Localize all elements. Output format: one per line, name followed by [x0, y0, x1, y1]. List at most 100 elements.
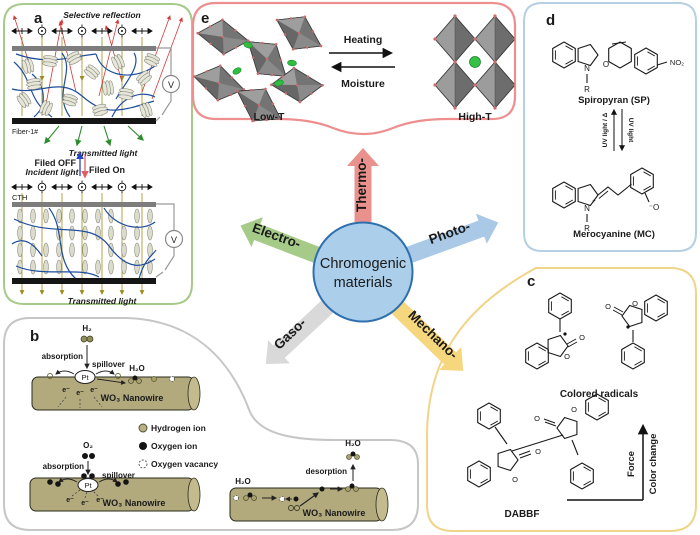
- sp-o-atom: O: [603, 60, 609, 69]
- lactone-o-right: O: [632, 299, 638, 308]
- polymer-network-bottom: [11, 207, 157, 280]
- moisture-label: Moisture: [341, 78, 385, 90]
- field-on-label: Filed On: [89, 165, 125, 175]
- svg-text:e⁻: e⁻: [90, 387, 98, 394]
- oxygen-pair: [288, 505, 300, 511]
- pt-label-2: Pt: [84, 481, 92, 490]
- transmitted-light-bottom-label: Transmitted light: [68, 296, 138, 306]
- dabbf-label: DABBF: [505, 509, 540, 520]
- photo-arrow: [406, 213, 499, 263]
- oxygen-3b: [319, 486, 325, 492]
- dabbf-structure: O O O O: [467, 393, 609, 490]
- nanowire-3: WO₃ Nanowire: [229, 487, 389, 522]
- sp-r-group: R: [584, 85, 590, 94]
- surface-hydrogen-1: [47, 373, 157, 382]
- incident-light-label: Incident light: [26, 167, 80, 177]
- h2-molecule: [80, 335, 94, 343]
- pt-particle-1: [74, 370, 96, 384]
- spillover-label-1: spillover: [92, 360, 125, 369]
- electrons-2: e⁻ e⁻ e⁻: [66, 489, 104, 507]
- oxygen-ion-swatch: [139, 442, 147, 450]
- h2o-label-1: H₂O: [129, 364, 145, 373]
- mechano-arrow: [391, 300, 464, 371]
- vacancy-3a: [233, 495, 239, 501]
- panel-a-tag: a: [34, 10, 43, 27]
- diffusion-arrow-2: [299, 492, 319, 507]
- circuit-bottom: [155, 203, 184, 278]
- dabbf-ring-o-left: O: [512, 475, 518, 484]
- oxygen-ion-label: Oxygen ion: [151, 441, 197, 451]
- carbonyl-o-right: O: [605, 302, 611, 311]
- radical-structure-right: O O: [605, 294, 668, 370]
- pt-label-1: Pt: [81, 373, 89, 382]
- panel-b-outline: [3, 317, 419, 531]
- mc-plus-charge: +: [592, 199, 596, 205]
- panel-d-figure: d N R O NO₂ Spiropyran (SP) UV light / Δ…: [546, 12, 684, 240]
- panel-c-tag: c: [527, 273, 535, 290]
- circuit-top: [155, 47, 181, 122]
- spillover-label-2: spillover: [102, 471, 135, 480]
- panel-b-tag: b: [30, 328, 39, 345]
- high-t-structure: [432, 13, 515, 111]
- nanowire-1: WO₃ Nanowire: [31, 376, 201, 411]
- polarization-row-top: [11, 24, 153, 38]
- svg-text:e⁻: e⁻: [96, 497, 104, 504]
- incident-beams-bottom: [19, 193, 145, 295]
- panel-e-outline: [191, 1, 517, 136]
- h2o-molecule-surface: [345, 483, 359, 492]
- surface-oxygen-2: [47, 479, 129, 487]
- voltmeter-bottom-label: V: [171, 235, 177, 245]
- merocyanine-label: Merocyanine (MC): [573, 229, 655, 240]
- spillover-arrows-2: [58, 477, 118, 483]
- panel-a-figure: a Selective reflection F: [11, 10, 184, 306]
- high-t-label: High-T: [458, 111, 492, 123]
- bottom-electrode-bottom-cell: [12, 278, 156, 284]
- legend: Hydrogen ion Oxygen ion Oxygen vacancy: [138, 423, 218, 469]
- carbonyl-o-left: O: [579, 333, 585, 342]
- electro-arrow: [240, 217, 321, 263]
- top-electrode-bottom-cell: [12, 202, 156, 207]
- low-t-label: Low-T: [254, 111, 285, 123]
- dabbf-carbonyl-o-right: O: [534, 414, 540, 423]
- spiropyran-label: Spiropyran (SP): [578, 95, 650, 106]
- voltmeter-top-label: V: [168, 80, 174, 90]
- oxygen-vacancy-1: [169, 376, 175, 382]
- panel-c-figure: c O O O O Colored radicals O O O O: [467, 273, 668, 520]
- mc-phenolate-o: ⁻O: [649, 203, 659, 212]
- hydrogen-ion-label: Hydrogen ion: [151, 423, 206, 433]
- panel-b-figure: b WO₃ Nanowire H₂ absorption spillover P…: [29, 324, 389, 522]
- h2o-molecule-free: [346, 451, 360, 460]
- selective-reflection-label: Selective reflection: [63, 10, 140, 20]
- oxygen-vacancy-swatch: [138, 459, 148, 469]
- field-off-label: Filed OFF: [35, 158, 77, 168]
- panel-d-tag: d: [546, 12, 555, 29]
- hydrogen-ion-swatch: [138, 423, 148, 433]
- oxygen-3a: [293, 496, 299, 502]
- panel-e-figure: e Low-T Heating Moisture High-T: [193, 10, 515, 129]
- nanowire-2: WO₃ Nanowire: [29, 477, 201, 512]
- electrons-1: e⁻ e⁻ e⁻: [57, 387, 103, 408]
- mc-r-group: R: [584, 224, 590, 233]
- o2-molecule-label: O₂: [83, 441, 93, 450]
- center-circle: [312, 221, 414, 323]
- nanowire-3-label: WO₃ Nanowire: [303, 508, 366, 518]
- h2o-label-free: H₂O: [345, 439, 361, 448]
- cth-label: CTH: [12, 193, 27, 202]
- spillover-arrows-1: [55, 369, 126, 385]
- svg-text:e⁻: e⁻: [66, 497, 74, 504]
- uv-label: UV light: [627, 118, 634, 143]
- center-title-line2: materials: [334, 275, 393, 291]
- lc-domains-top: [15, 49, 162, 120]
- svg-text:e⁻: e⁻: [76, 390, 84, 397]
- vacancy-3b: [279, 496, 285, 502]
- radical-dot-left: [563, 332, 567, 336]
- pt-particle-2: [77, 478, 99, 492]
- panel-c-outline: [426, 267, 697, 532]
- absorption-label-1: absorption: [42, 352, 83, 361]
- panel-e-tag: e: [201, 10, 209, 27]
- force-axis: [567, 423, 649, 501]
- h2o-molecule-1: [128, 375, 142, 384]
- lactone-o-left: O: [564, 352, 570, 361]
- bottom-electrode-top-cell: [12, 118, 156, 124]
